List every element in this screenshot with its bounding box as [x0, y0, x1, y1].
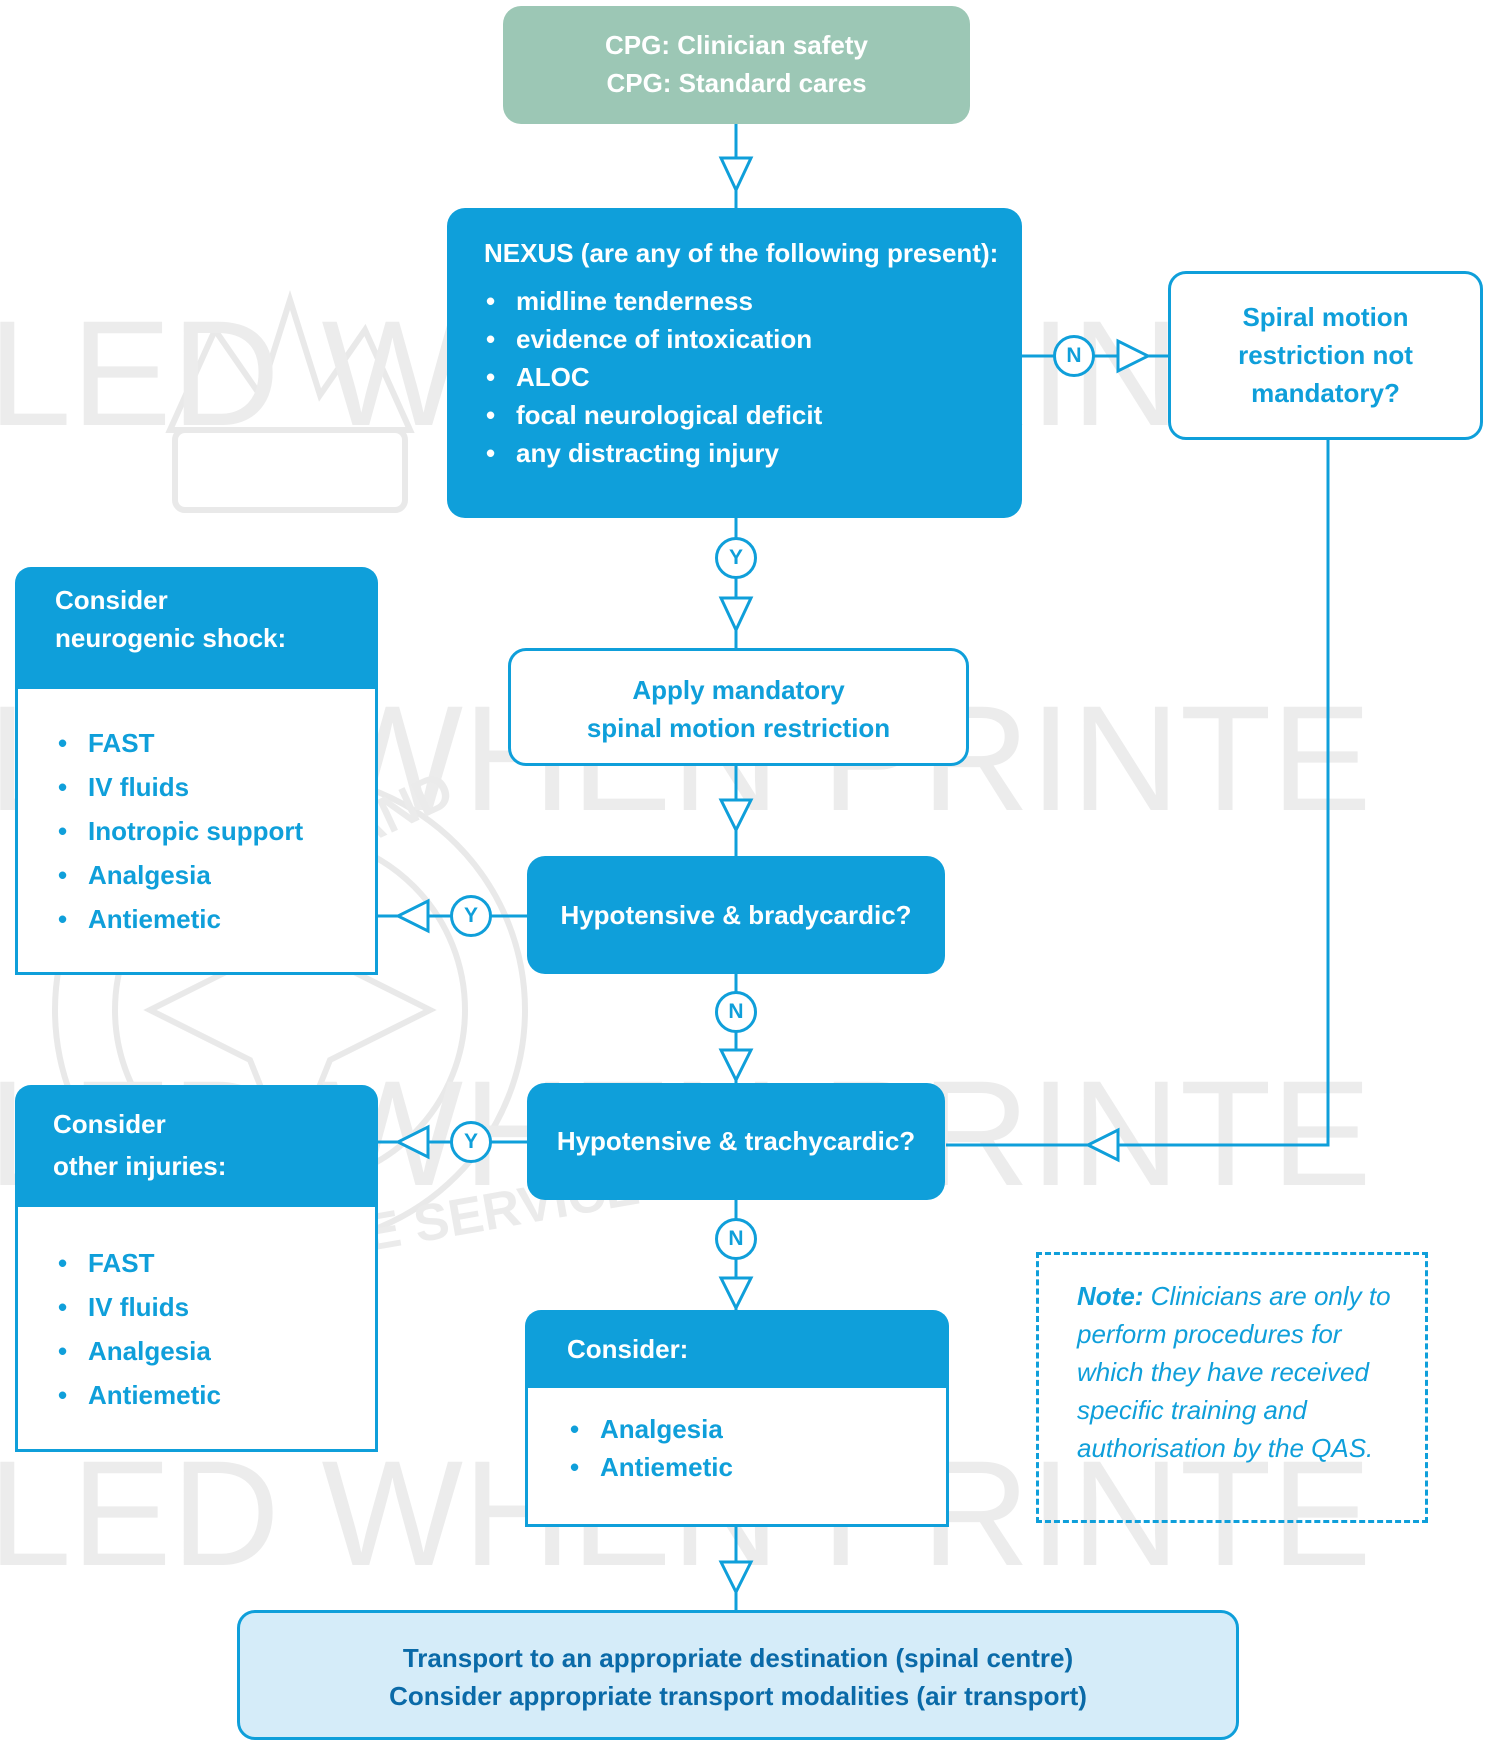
nexus-item: any distracting injury: [484, 434, 1022, 472]
nexus-criteria-list: midline tenderness evidence of intoxicat…: [484, 282, 1022, 472]
neurogenic-title-2: neurogenic shock:: [55, 623, 287, 653]
nexus-box: NEXUS (are any of the following present)…: [447, 208, 1022, 518]
yes-circle: Y: [450, 1121, 492, 1163]
neurogenic-item: Analgesia: [56, 853, 375, 897]
transport-line-1: Transport to an appropriate destination …: [402, 1643, 1074, 1673]
note-label: Note:: [1077, 1281, 1144, 1311]
other-injuries-list: FAST IV fluids Analgesia Antiemetic: [56, 1241, 375, 1417]
arrow-head: [718, 596, 754, 634]
no-circle: N: [715, 1218, 757, 1260]
apply-line-2: spinal motion restriction: [586, 713, 891, 743]
arrow-head: [394, 898, 430, 934]
hypo-brady-label: Hypotensive & bradycardic?: [560, 900, 912, 930]
arrow-head: [394, 1124, 430, 1160]
spiral-box: Spiral motion restriction not mandatory?: [1168, 271, 1483, 440]
consider-list: Analgesia Antiemetic: [568, 1410, 946, 1486]
consider-item: Antiemetic: [568, 1448, 946, 1486]
start-line-2: CPG: Standard cares: [606, 68, 867, 98]
arrow-head: [718, 1276, 754, 1312]
neurogenic-item: IV fluids: [56, 765, 375, 809]
yes-circle: Y: [715, 537, 757, 579]
no-circle: N: [1053, 335, 1095, 377]
consider-title: Consider:: [567, 1334, 689, 1364]
note-text: Clinicians are only to perform procedure…: [1077, 1281, 1391, 1463]
start-box: CPG: Clinician safety CPG: Standard care…: [503, 6, 970, 124]
nexus-item: evidence of intoxication: [484, 320, 1022, 358]
neurogenic-header: Consider neurogenic shock:: [15, 567, 378, 689]
nexus-item: ALOC: [484, 358, 1022, 396]
hypo-tachy-label: Hypotensive & trachycardic?: [556, 1126, 916, 1156]
other-injuries-item: FAST: [56, 1241, 375, 1285]
apply-box: Apply mandatory spinal motion restrictio…: [508, 648, 969, 766]
transport-box: Transport to an appropriate destination …: [237, 1610, 1239, 1740]
neurogenic-item: Inotropic support: [56, 809, 375, 853]
hypo-tachy-box: Hypotensive & trachycardic?: [527, 1083, 945, 1200]
consider-header: Consider:: [525, 1310, 949, 1388]
connector-spiral-tachy: [946, 440, 1330, 1147]
other-injuries-header: Consider other injuries:: [15, 1085, 378, 1207]
spiral-line-3: mandatory?: [1251, 378, 1400, 408]
apply-line-1: Apply mandatory: [632, 675, 845, 705]
arrow-head: [1116, 338, 1152, 374]
neurogenic-item: Antiemetic: [56, 897, 375, 941]
arrow-head: [718, 156, 754, 194]
arrow-head: [718, 1048, 754, 1084]
other-injuries-title-1: Consider: [53, 1109, 166, 1139]
other-injuries-item: Analgesia: [56, 1329, 375, 1373]
other-injuries-box: Consider other injuries: FAST IV fluids …: [15, 1085, 378, 1452]
spiral-line-2: restriction not: [1238, 340, 1413, 370]
other-injuries-body: FAST IV fluids Analgesia Antiemetic: [15, 1207, 378, 1452]
spiral-line-1: Spiral motion: [1242, 302, 1409, 332]
other-injuries-title-2: other injuries:: [53, 1151, 227, 1181]
nexus-item: focal neurological deficit: [484, 396, 1022, 434]
note-box: Note: Clinicians are only to perform pro…: [1036, 1252, 1428, 1523]
yes-circle: Y: [450, 895, 492, 937]
hypo-brady-box: Hypotensive & bradycardic?: [527, 856, 945, 974]
arrow-head: [1084, 1127, 1120, 1163]
other-injuries-item: IV fluids: [56, 1285, 375, 1329]
no-circle: N: [715, 991, 757, 1033]
other-injuries-item: Antiemetic: [56, 1373, 375, 1417]
consider-item: Analgesia: [568, 1410, 946, 1448]
neurogenic-item: FAST: [56, 721, 375, 765]
nexus-heading: NEXUS (are any of the following present)…: [484, 238, 999, 268]
consider-body: Analgesia Antiemetic: [525, 1388, 949, 1527]
transport-line-2: Consider appropriate transport modalitie…: [389, 1681, 1087, 1711]
neurogenic-title-1: Consider: [55, 585, 168, 615]
start-line-1: CPG: Clinician safety: [605, 30, 868, 60]
arrow-head: [718, 1560, 754, 1596]
neurogenic-body: FAST IV fluids Inotropic support Analges…: [15, 689, 378, 975]
consider-box: Consider: Analgesia Antiemetic: [525, 1310, 949, 1527]
nexus-item: midline tenderness: [484, 282, 1022, 320]
arrow-head: [718, 798, 754, 834]
neurogenic-list: FAST IV fluids Inotropic support Analges…: [56, 721, 375, 941]
neurogenic-box: Consider neurogenic shock: FAST IV fluid…: [15, 567, 378, 975]
